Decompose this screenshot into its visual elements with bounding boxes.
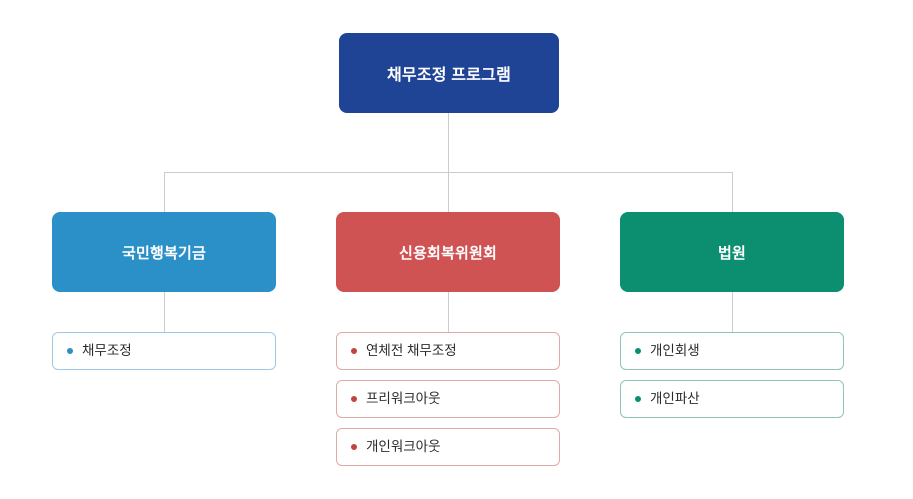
branch-1-item-list: 채무조정 bbox=[52, 332, 276, 370]
list-item-label: 개인회생 bbox=[650, 343, 700, 359]
list-item[interactable]: 프리워크아웃 bbox=[336, 380, 560, 418]
branch-head-label: 법원 bbox=[717, 244, 746, 262]
list-item[interactable]: 연체전 채무조정 bbox=[336, 332, 560, 370]
bullet-icon bbox=[351, 396, 357, 402]
list-item-label: 개인파산 bbox=[650, 391, 700, 407]
bullet-icon bbox=[351, 348, 357, 354]
branch-column-2: 신용회복위원회 연체전 채무조정 프리워크아웃 개인워크아웃 bbox=[336, 212, 560, 466]
branch-head-label: 신용회복위원회 bbox=[398, 244, 497, 262]
branch-head-label: 국민행복기금 bbox=[121, 244, 206, 262]
branch-head-credit-counseling-recovery-service[interactable]: 신용회복위원회 bbox=[336, 212, 560, 292]
root-node-label: 채무조정 프로그램 bbox=[386, 67, 511, 84]
branch-head-national-happiness-fund[interactable]: 국민행복기금 bbox=[52, 212, 276, 292]
list-item[interactable]: 개인워크아웃 bbox=[336, 428, 560, 466]
list-item-label: 연체전 채무조정 bbox=[366, 343, 457, 359]
connector-branch-2-to-items bbox=[448, 292, 449, 332]
list-item-label: 개인워크아웃 bbox=[366, 439, 441, 455]
branch-2-item-list: 연체전 채무조정 프리워크아웃 개인워크아웃 bbox=[336, 332, 560, 466]
branch-3-item-list: 개인회생 개인파산 bbox=[620, 332, 844, 418]
list-item[interactable]: 채무조정 bbox=[52, 332, 276, 370]
bullet-icon bbox=[635, 396, 641, 402]
connector-drop-branch-3 bbox=[732, 172, 733, 212]
bullet-icon bbox=[635, 348, 641, 354]
list-item-label: 프리워크아웃 bbox=[366, 391, 441, 407]
branch-column-1: 국민행복기금 채무조정 bbox=[52, 212, 276, 370]
connector-branch-3-to-items bbox=[732, 292, 733, 332]
connector-drop-branch-2 bbox=[448, 172, 449, 212]
list-item-label: 채무조정 bbox=[82, 343, 132, 359]
branch-head-court[interactable]: 법원 bbox=[620, 212, 844, 292]
list-item[interactable]: 개인파산 bbox=[620, 380, 844, 418]
bullet-icon bbox=[67, 348, 73, 354]
root-node-debt-adjustment-program[interactable]: 채무조정 프로그램 bbox=[339, 33, 559, 113]
bullet-icon bbox=[351, 444, 357, 450]
connector-drop-branch-1 bbox=[164, 172, 165, 212]
connector-root-stem bbox=[448, 113, 449, 172]
list-item[interactable]: 개인회생 bbox=[620, 332, 844, 370]
branch-column-3: 법원 개인회생 개인파산 bbox=[620, 212, 844, 418]
connector-branch-1-to-items bbox=[164, 292, 165, 332]
